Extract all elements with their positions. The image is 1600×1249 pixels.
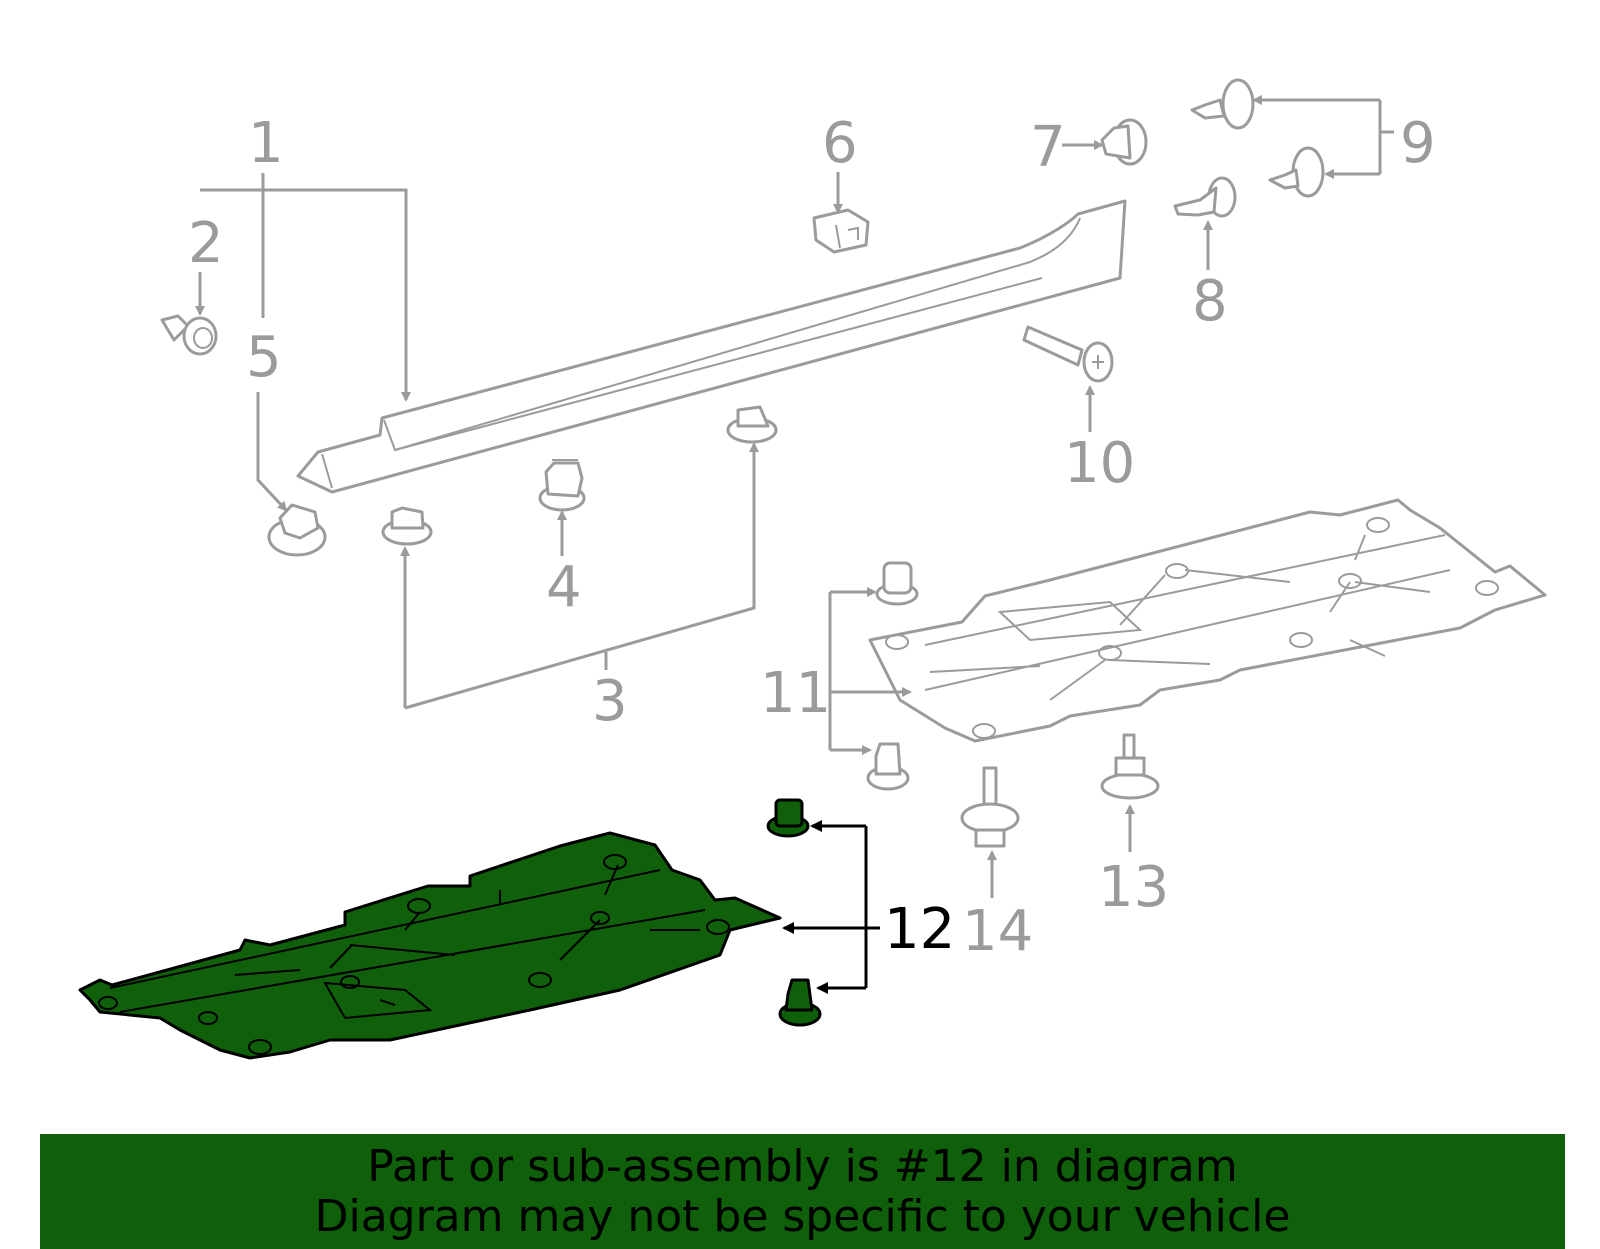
clip-part-3a bbox=[381, 506, 433, 546]
clip-part-6 bbox=[812, 208, 870, 254]
callout-8: 8 bbox=[1192, 269, 1228, 334]
callout-10: 10 bbox=[1064, 431, 1135, 496]
banner-line-1: Part or sub-assembly is #12 in diagram bbox=[367, 1141, 1238, 1192]
clip-part-12b[interactable] bbox=[778, 978, 822, 1027]
callout-6: 6 bbox=[822, 111, 858, 176]
leader-lines bbox=[195, 95, 1394, 898]
callout-13: 13 bbox=[1098, 855, 1169, 920]
screw-part-10 bbox=[1022, 325, 1114, 383]
stud-part-13 bbox=[1100, 733, 1160, 800]
callout-14: 14 bbox=[962, 899, 1033, 964]
clip-part-8 bbox=[1173, 176, 1237, 218]
under-cover-rear bbox=[868, 498, 1547, 743]
leader-lines-12 bbox=[782, 820, 880, 994]
clip-part-5 bbox=[267, 503, 327, 557]
clip-part-11b bbox=[866, 742, 910, 791]
callout-7: 7 bbox=[1030, 115, 1066, 180]
clip-part-12a[interactable] bbox=[766, 798, 810, 838]
clip-part-2 bbox=[160, 314, 218, 356]
clip-part-7 bbox=[1100, 118, 1148, 166]
rocker-panel bbox=[296, 199, 1127, 494]
clip-part-11a bbox=[875, 561, 919, 606]
clip-part-4 bbox=[538, 459, 586, 512]
callout-9: 9 bbox=[1400, 111, 1436, 176]
callout-3: 3 bbox=[592, 669, 628, 734]
banner-line-2: Diagram may not be specific to your vehi… bbox=[314, 1191, 1291, 1242]
clip-part-9b bbox=[1268, 146, 1325, 198]
callout-12[interactable]: 12 bbox=[884, 897, 955, 962]
clip-part-9a bbox=[1190, 78, 1255, 130]
under-cover-front-highlighted[interactable] bbox=[78, 831, 782, 1060]
stud-part-14 bbox=[960, 766, 1020, 848]
callout-4: 4 bbox=[546, 555, 582, 620]
info-banner: Part or sub-assembly is #12 in diagram D… bbox=[40, 1134, 1565, 1249]
callout-11: 11 bbox=[760, 661, 831, 726]
callout-5: 5 bbox=[246, 325, 282, 390]
callout-2: 2 bbox=[188, 211, 224, 276]
callout-1: 1 bbox=[248, 111, 284, 176]
clip-part-3b bbox=[726, 405, 778, 444]
